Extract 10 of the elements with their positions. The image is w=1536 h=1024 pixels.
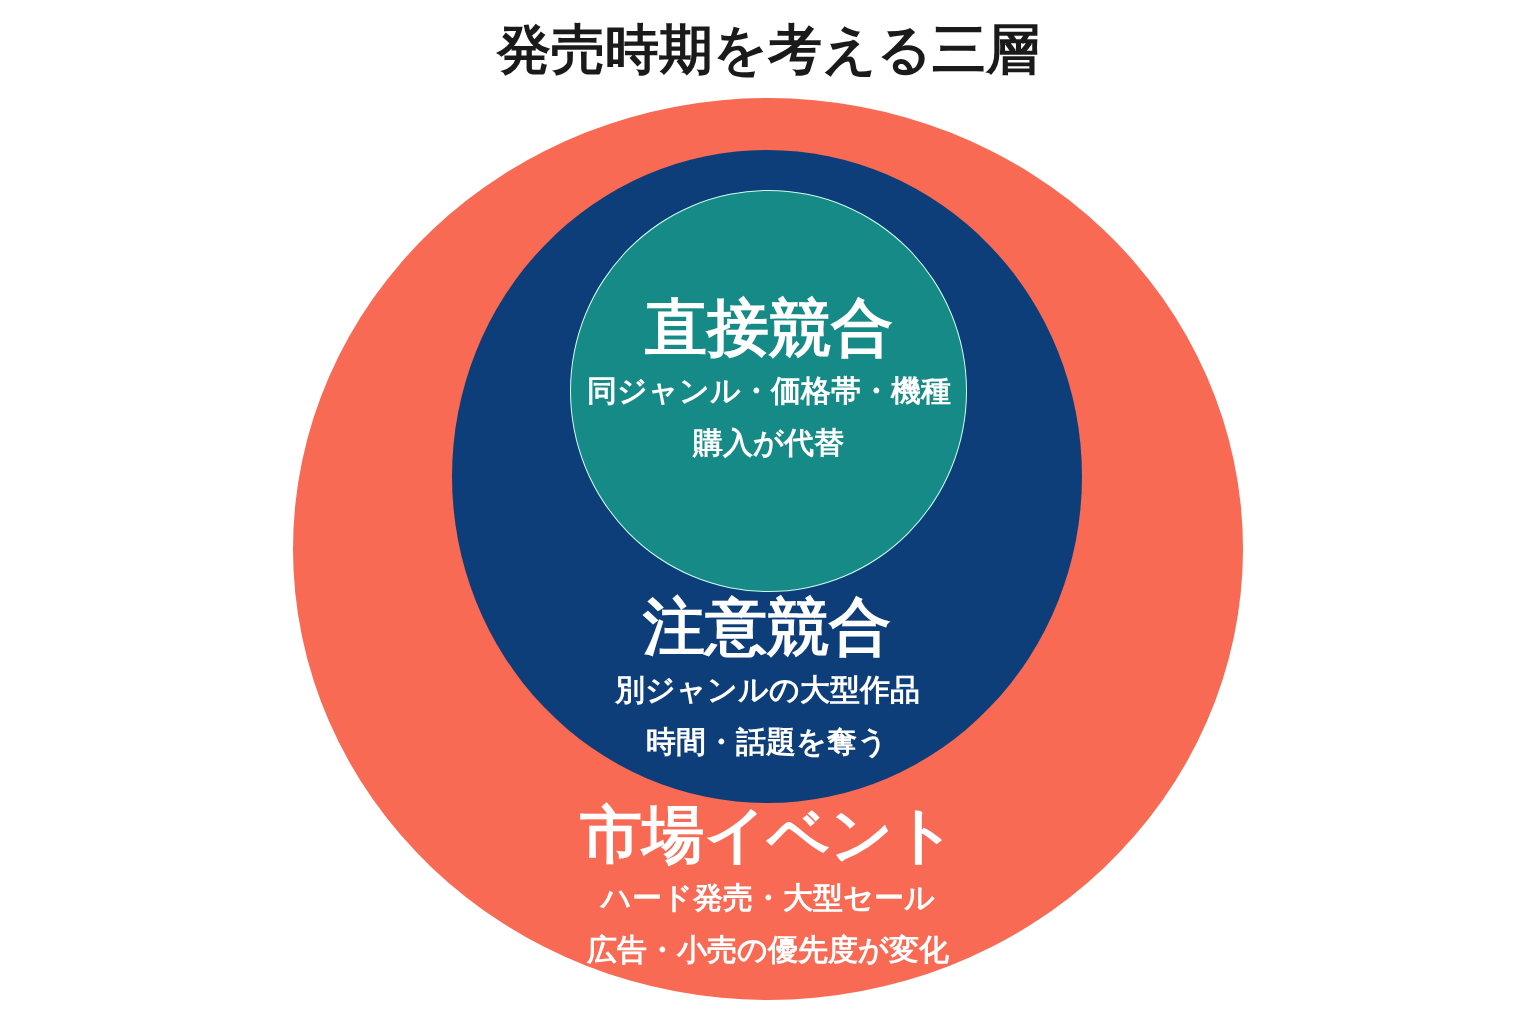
layer-description: 広告・小売の優先度が変化	[587, 931, 949, 969]
diagram-title: 発売時期を考える三層	[495, 17, 1041, 83]
layer-description: 購入が代替	[693, 424, 844, 462]
layer-heading: 直接競合	[644, 291, 893, 365]
layer-description: ハード発売・大型セール	[601, 879, 935, 917]
layer-description: 時間・話題を奪う	[646, 723, 888, 761]
layer-description: 別ジャンルの大型作品	[614, 671, 920, 709]
layer-heading: 注意競合	[643, 590, 891, 664]
layer-heading: 市場イベント	[580, 798, 956, 872]
layer-description: 同ジャンル・価格帯・機種	[586, 372, 951, 410]
